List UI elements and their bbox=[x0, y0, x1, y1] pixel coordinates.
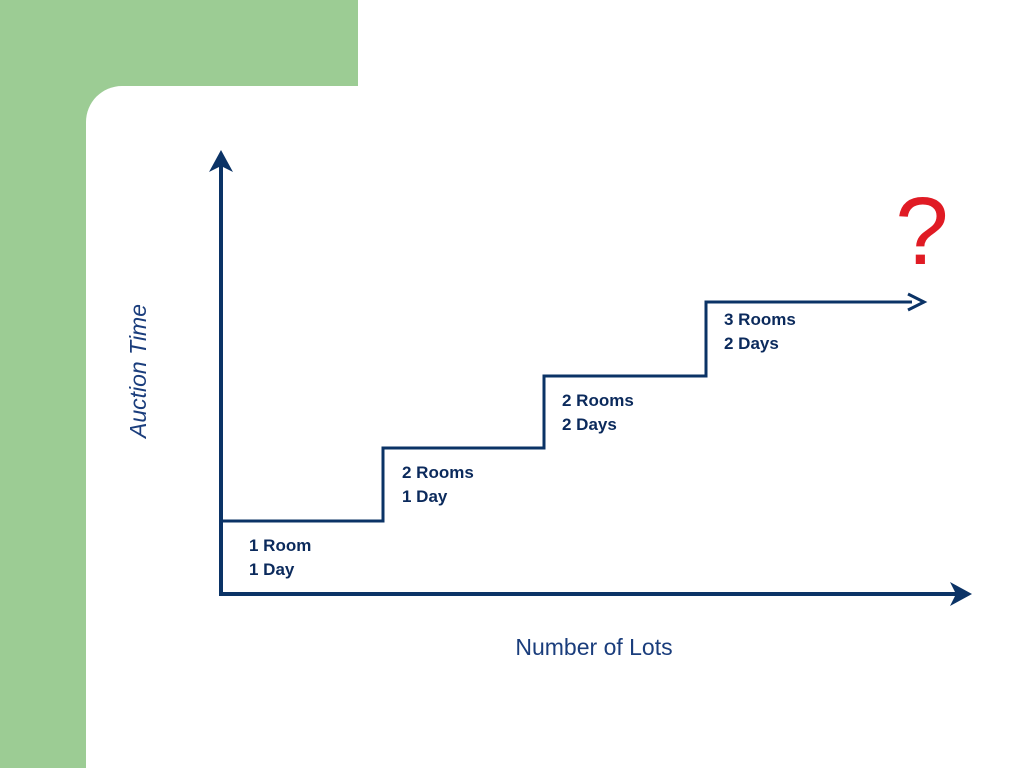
step-3-rooms: 2 Rooms bbox=[562, 391, 634, 410]
top-strip bbox=[358, 0, 1024, 86]
step-2-days: 1 Day bbox=[402, 487, 448, 506]
y-axis-title: Auction Time bbox=[125, 304, 151, 440]
step-1-days: 1 Day bbox=[249, 560, 295, 579]
content-panel bbox=[86, 86, 1024, 768]
step-1-rooms: 1 Room bbox=[249, 536, 311, 555]
step-4-rooms: 3 Rooms bbox=[724, 310, 796, 329]
question-mark-icon: ? bbox=[895, 178, 948, 285]
x-axis-arrowhead bbox=[950, 582, 972, 606]
step-3-days: 2 Days bbox=[562, 415, 617, 434]
step-2-rooms: 2 Rooms bbox=[402, 463, 474, 482]
y-axis-arrowhead bbox=[209, 150, 233, 172]
staircase-line bbox=[221, 300, 912, 523]
staircase-arrowhead bbox=[907, 292, 928, 312]
x-axis-title: Number of Lots bbox=[515, 634, 672, 660]
step-4-days: 2 Days bbox=[724, 334, 779, 353]
